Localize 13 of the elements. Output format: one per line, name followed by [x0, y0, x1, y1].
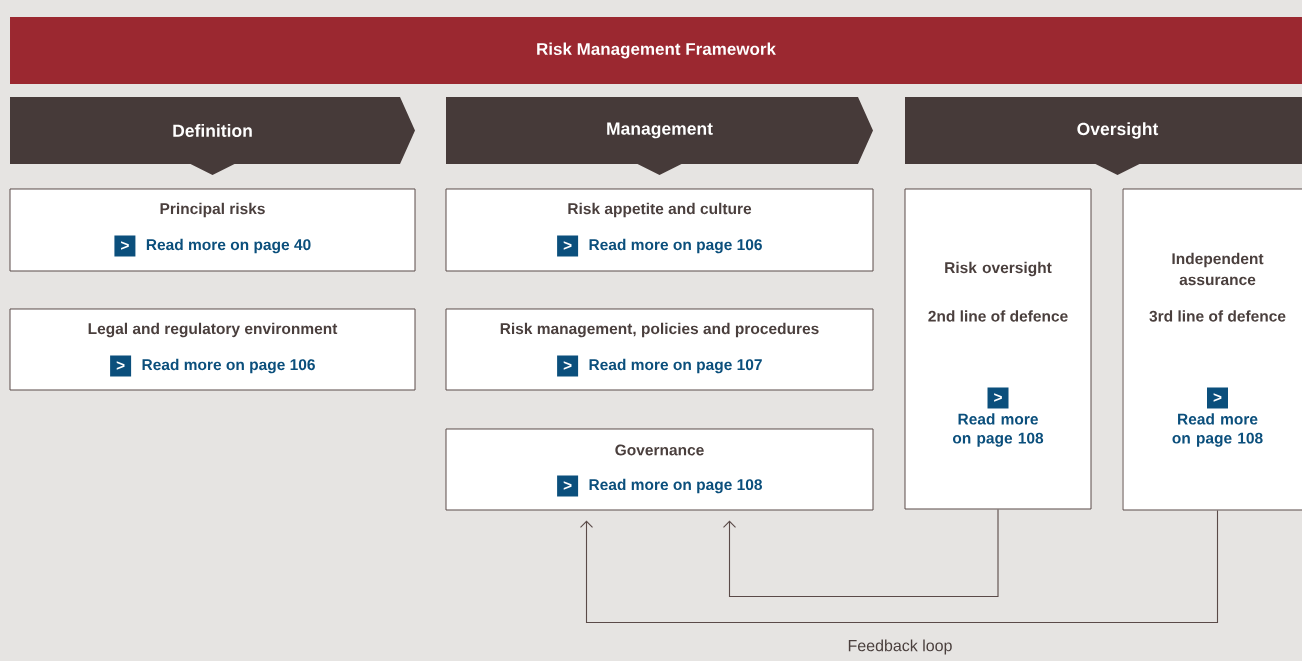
title-band: Risk Management Framework: [10, 17, 1302, 84]
link-text: Read more on page 106: [142, 358, 315, 374]
feedback-arrow: [579, 509, 1219, 624]
chevron-banner: Oversight: [905, 97, 1302, 175]
link-text: Read more on page 40: [146, 238, 311, 254]
link-text: Read more on page 106: [589, 238, 762, 254]
chevron-banner: Management: [446, 97, 873, 175]
link-text: Read more on page 108: [1172, 413, 1263, 447]
chevron-banner: Definition: [10, 97, 415, 175]
link-text: Read more on page 108: [589, 478, 762, 494]
link-text: Read more on page 108: [952, 413, 1044, 447]
feedback-arrow: [722, 508, 999, 598]
link-text: Read more on page 107: [589, 358, 762, 374]
